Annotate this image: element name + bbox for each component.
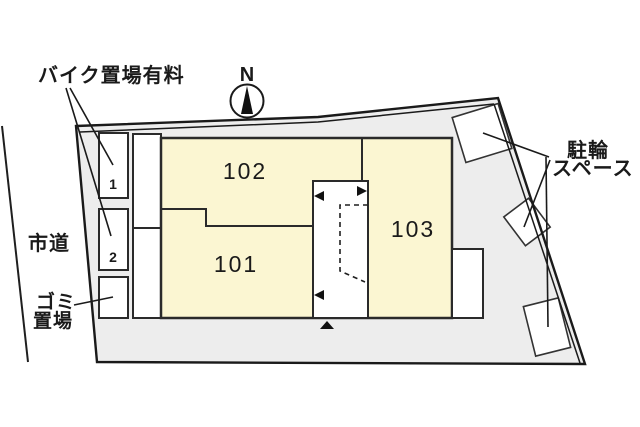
site-boundary-inner-right	[493, 103, 581, 364]
bicycle-space-label-line1: 駐輪	[567, 138, 609, 162]
leader-bicycle-top	[482, 132, 550, 158]
garbage-label-line2: 置場	[33, 310, 73, 332]
room-103-label: 103	[391, 216, 435, 242]
door-arrow-right-icon	[357, 186, 367, 196]
building-outline	[159, 136, 454, 320]
compass-north-label: N	[240, 64, 254, 86]
leader-bike-slot-1	[69, 87, 114, 166]
building-annex	[451, 248, 484, 319]
room-101-label: 101	[214, 251, 258, 277]
compass: N	[229, 64, 265, 119]
city-road-label: 市道	[28, 231, 70, 255]
bike-parking-label: バイク置場有料	[38, 63, 185, 87]
garbage-label-line1: ゴミ	[36, 290, 76, 313]
bicycle-spot-bottom	[522, 296, 572, 358]
bike-slot-1-box	[98, 132, 129, 199]
door-arrow-left-lower-icon	[314, 290, 324, 300]
leader-bike-slot-2	[65, 87, 112, 237]
leader-garbage	[73, 296, 114, 306]
bicycle-space-label-line2: スペース	[552, 158, 634, 180]
stair-dashed-path	[339, 204, 368, 283]
door-arrow-left-upper-icon	[314, 191, 324, 201]
building-porch-strip	[132, 133, 162, 319]
site-boundary	[74, 96, 587, 366]
site-boundary-inner-top	[79, 103, 495, 133]
bike-slot-1-number: 1	[109, 176, 117, 192]
compass-needle-icon	[241, 86, 253, 114]
leader-bicycle-bottom	[545, 156, 549, 328]
bike-slot-2-number: 2	[109, 249, 117, 265]
entrance-arrow-up-icon	[320, 321, 334, 329]
room-102-label: 102	[223, 158, 267, 184]
garbage-box	[98, 276, 129, 319]
road-edge-line	[1, 125, 29, 363]
wall-101-102	[161, 208, 313, 227]
bike-slot-2-box	[98, 208, 129, 271]
bicycle-spot-top	[451, 102, 513, 164]
